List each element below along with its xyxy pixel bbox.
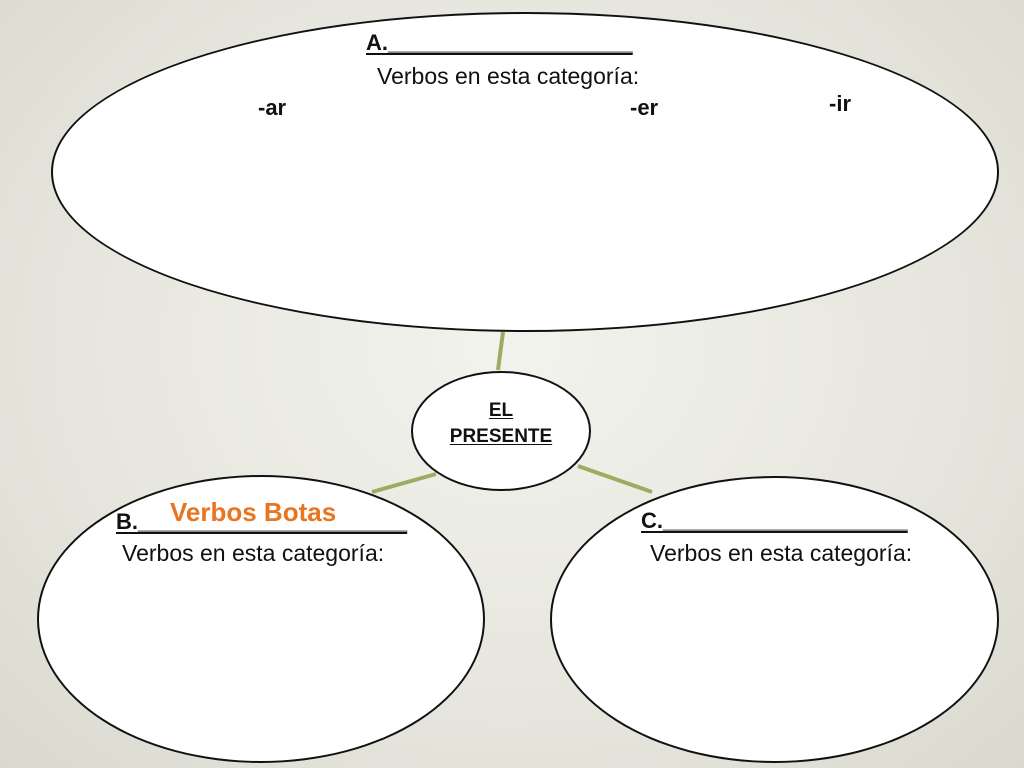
- category-c-oval: [550, 476, 999, 763]
- category-a-subtitle: Verbos en esta categoría:: [377, 63, 640, 89]
- connector-center-to-b: [371, 472, 437, 494]
- center-title-line-2: PRESENTE: [449, 425, 553, 447]
- category-b-label: B.______________________: [116, 509, 408, 534]
- connector-center-to-c: [577, 464, 653, 494]
- category-b-subtitle: Verbos en esta categoría:: [122, 540, 385, 566]
- center-oval: [411, 371, 591, 491]
- category-c-subtitle: Verbos en esta categoría:: [650, 540, 913, 566]
- category-a-oval: [51, 12, 999, 332]
- center-title: EL PRESENTE: [411, 398, 591, 449]
- connector-center-to-a: [496, 331, 505, 371]
- suffix-er: -er: [630, 95, 659, 120]
- category-b-answer: Verbos Botas: [170, 497, 337, 527]
- category-b-oval: [37, 475, 485, 763]
- suffix-ar: -ar: [258, 95, 287, 120]
- category-c-label: C.____________________: [641, 508, 908, 533]
- suffix-ir: -ir: [829, 91, 851, 116]
- category-a-label: A.____________________: [366, 30, 633, 55]
- center-title-line-1: EL: [488, 400, 514, 421]
